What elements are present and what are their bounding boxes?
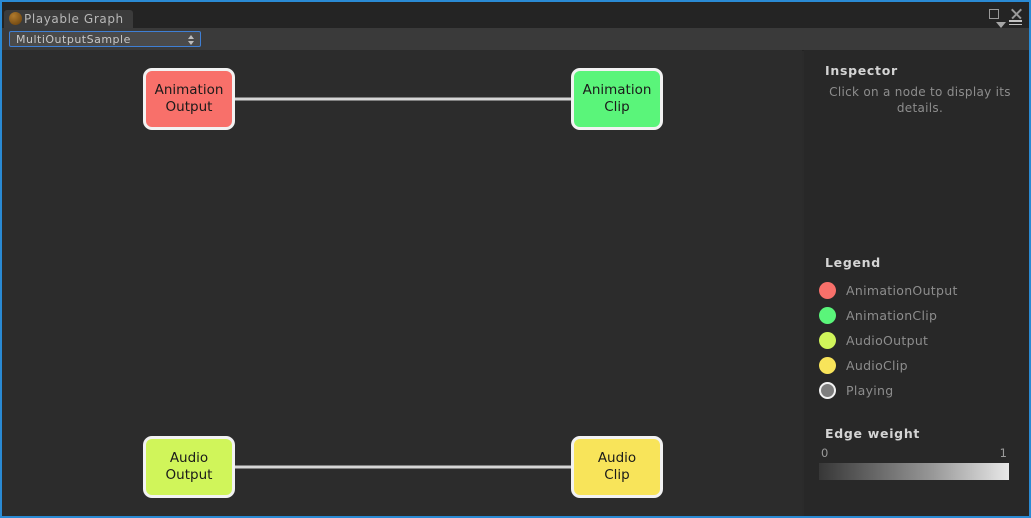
filter-icon[interactable] (996, 21, 1006, 28)
legend-title: Legend (825, 255, 881, 270)
legend-item-label: AnimationClip (846, 308, 938, 323)
inspector-panel: Inspector Click on a node to display its… (804, 50, 1029, 516)
graph-selector-value: MultiOutputSample (16, 33, 131, 46)
tab-playable-graph[interactable]: Playable Graph (4, 10, 133, 28)
inspector-hint: Click on a node to display its details. (829, 85, 1011, 115)
legend-item-label: AudioClip (846, 358, 908, 373)
edge-weight-title: Edge weight (825, 426, 921, 441)
graph-selector-dropdown[interactable]: MultiOutputSample (9, 31, 201, 47)
legend-color-dot-icon (819, 357, 836, 374)
legend-item: AnimationOutput (819, 278, 1024, 303)
legend-color-dot-icon (819, 282, 836, 299)
graph-node-animation-clip[interactable]: Animation Clip (571, 68, 663, 130)
updown-arrows-icon (187, 35, 194, 45)
edge-weight-min-label: 0 (821, 446, 829, 460)
graph-node-audio-output[interactable]: Audio Output (143, 436, 235, 498)
edge-layer (235, 97, 571, 469)
legend-item-label: Playing (846, 383, 894, 398)
legend-color-dot-icon (819, 332, 836, 349)
legend-item: AudioOutput (819, 328, 1024, 353)
toolbar: MultiOutputSample (2, 28, 1029, 51)
graph-node-animation-output[interactable]: Animation Output (143, 68, 235, 130)
tab-label: Playable Graph (24, 12, 124, 26)
graph-node-audio-clip[interactable]: Audio Clip (571, 436, 663, 498)
legend-item: Playing (819, 378, 1024, 403)
legend-color-dot-icon (819, 382, 836, 399)
edge-weight-scale: 0 1 (819, 446, 1009, 461)
inspector-title: Inspector (825, 63, 898, 78)
legend-color-dot-icon (819, 307, 836, 324)
window-controls (989, 7, 1023, 20)
close-icon[interactable] (1010, 7, 1023, 20)
maximize-icon[interactable] (989, 7, 1002, 20)
legend-item-label: AudioOutput (846, 333, 929, 348)
edge-weight-gradient-bar (819, 463, 1009, 480)
edge-weight-max-label: 1 (999, 446, 1007, 460)
legend-item: AudioClip (819, 353, 1024, 378)
unity-graph-icon (9, 12, 22, 25)
legend-item: AnimationClip (819, 303, 1024, 328)
legend-item-label: AnimationOutput (846, 283, 958, 298)
window-titlebar: Playable Graph (2, 2, 1029, 29)
